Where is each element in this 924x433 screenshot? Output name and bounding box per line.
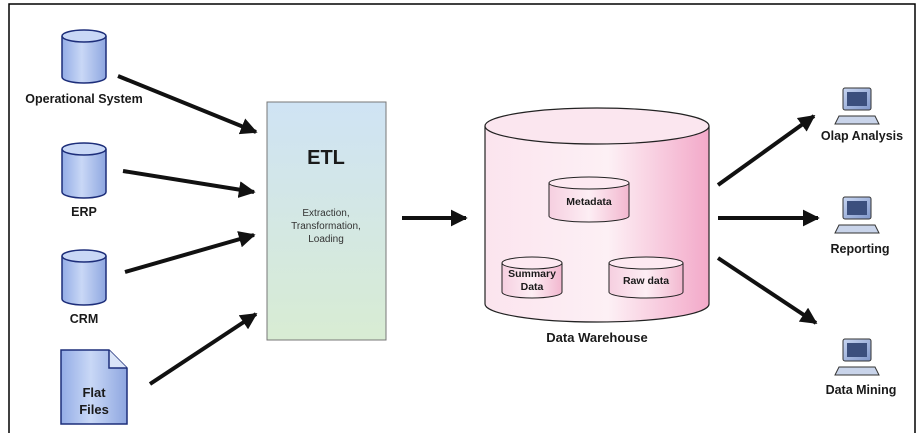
summary-data-label-line-1: Summary <box>508 268 556 280</box>
data-warehouse-label: Data Warehouse <box>546 330 647 345</box>
metadata-label: Metadata <box>566 196 612 208</box>
reporting-label: Reporting <box>830 242 889 256</box>
etl-box <box>266 101 387 341</box>
etl-title: ETL <box>307 147 345 169</box>
arrow-warehouse-to-olap <box>716 114 816 187</box>
diagram-frame <box>8 3 916 433</box>
arrow-crm-to-etl <box>124 231 256 274</box>
reporting-computer-icon <box>834 196 880 234</box>
erp-database-icon <box>61 142 107 199</box>
etl-description-line-2: Transformation, <box>291 221 361 232</box>
source-arrows <box>117 74 258 386</box>
erp-label: ERP <box>71 205 97 219</box>
arrow-flatfiles-to-etl <box>148 312 258 386</box>
flat-files-document-icon <box>60 349 128 425</box>
output-arrows <box>716 114 820 325</box>
summary-data-label-line-2: Data <box>521 281 544 293</box>
etl-description-line-3: Loading <box>308 234 344 245</box>
crm-label: CRM <box>70 312 98 326</box>
summary-data-database-icon <box>501 256 563 299</box>
data-mining-label: Data Mining <box>826 383 897 397</box>
flat-files-label-line-1: Flat <box>82 385 106 400</box>
operational-system-label: Operational System <box>25 92 142 106</box>
olap-analysis-label: Olap Analysis <box>821 129 903 143</box>
data-mining-computer-icon <box>834 338 880 376</box>
arrow-warehouse-to-datamining <box>716 256 818 325</box>
operational-system-database-icon <box>61 29 107 84</box>
etl-description-line-1: Extraction, <box>302 208 349 219</box>
flat-files-label-line-2: Files <box>79 402 109 417</box>
arrow-operational-to-etl <box>117 74 258 135</box>
raw-data-database-icon <box>608 256 684 299</box>
olap-analysis-computer-icon <box>834 87 880 125</box>
raw-data-label: Raw data <box>623 275 669 287</box>
arrow-erp-to-etl <box>122 169 256 198</box>
metadata-database-icon <box>548 176 630 223</box>
crm-database-icon <box>61 249 107 306</box>
